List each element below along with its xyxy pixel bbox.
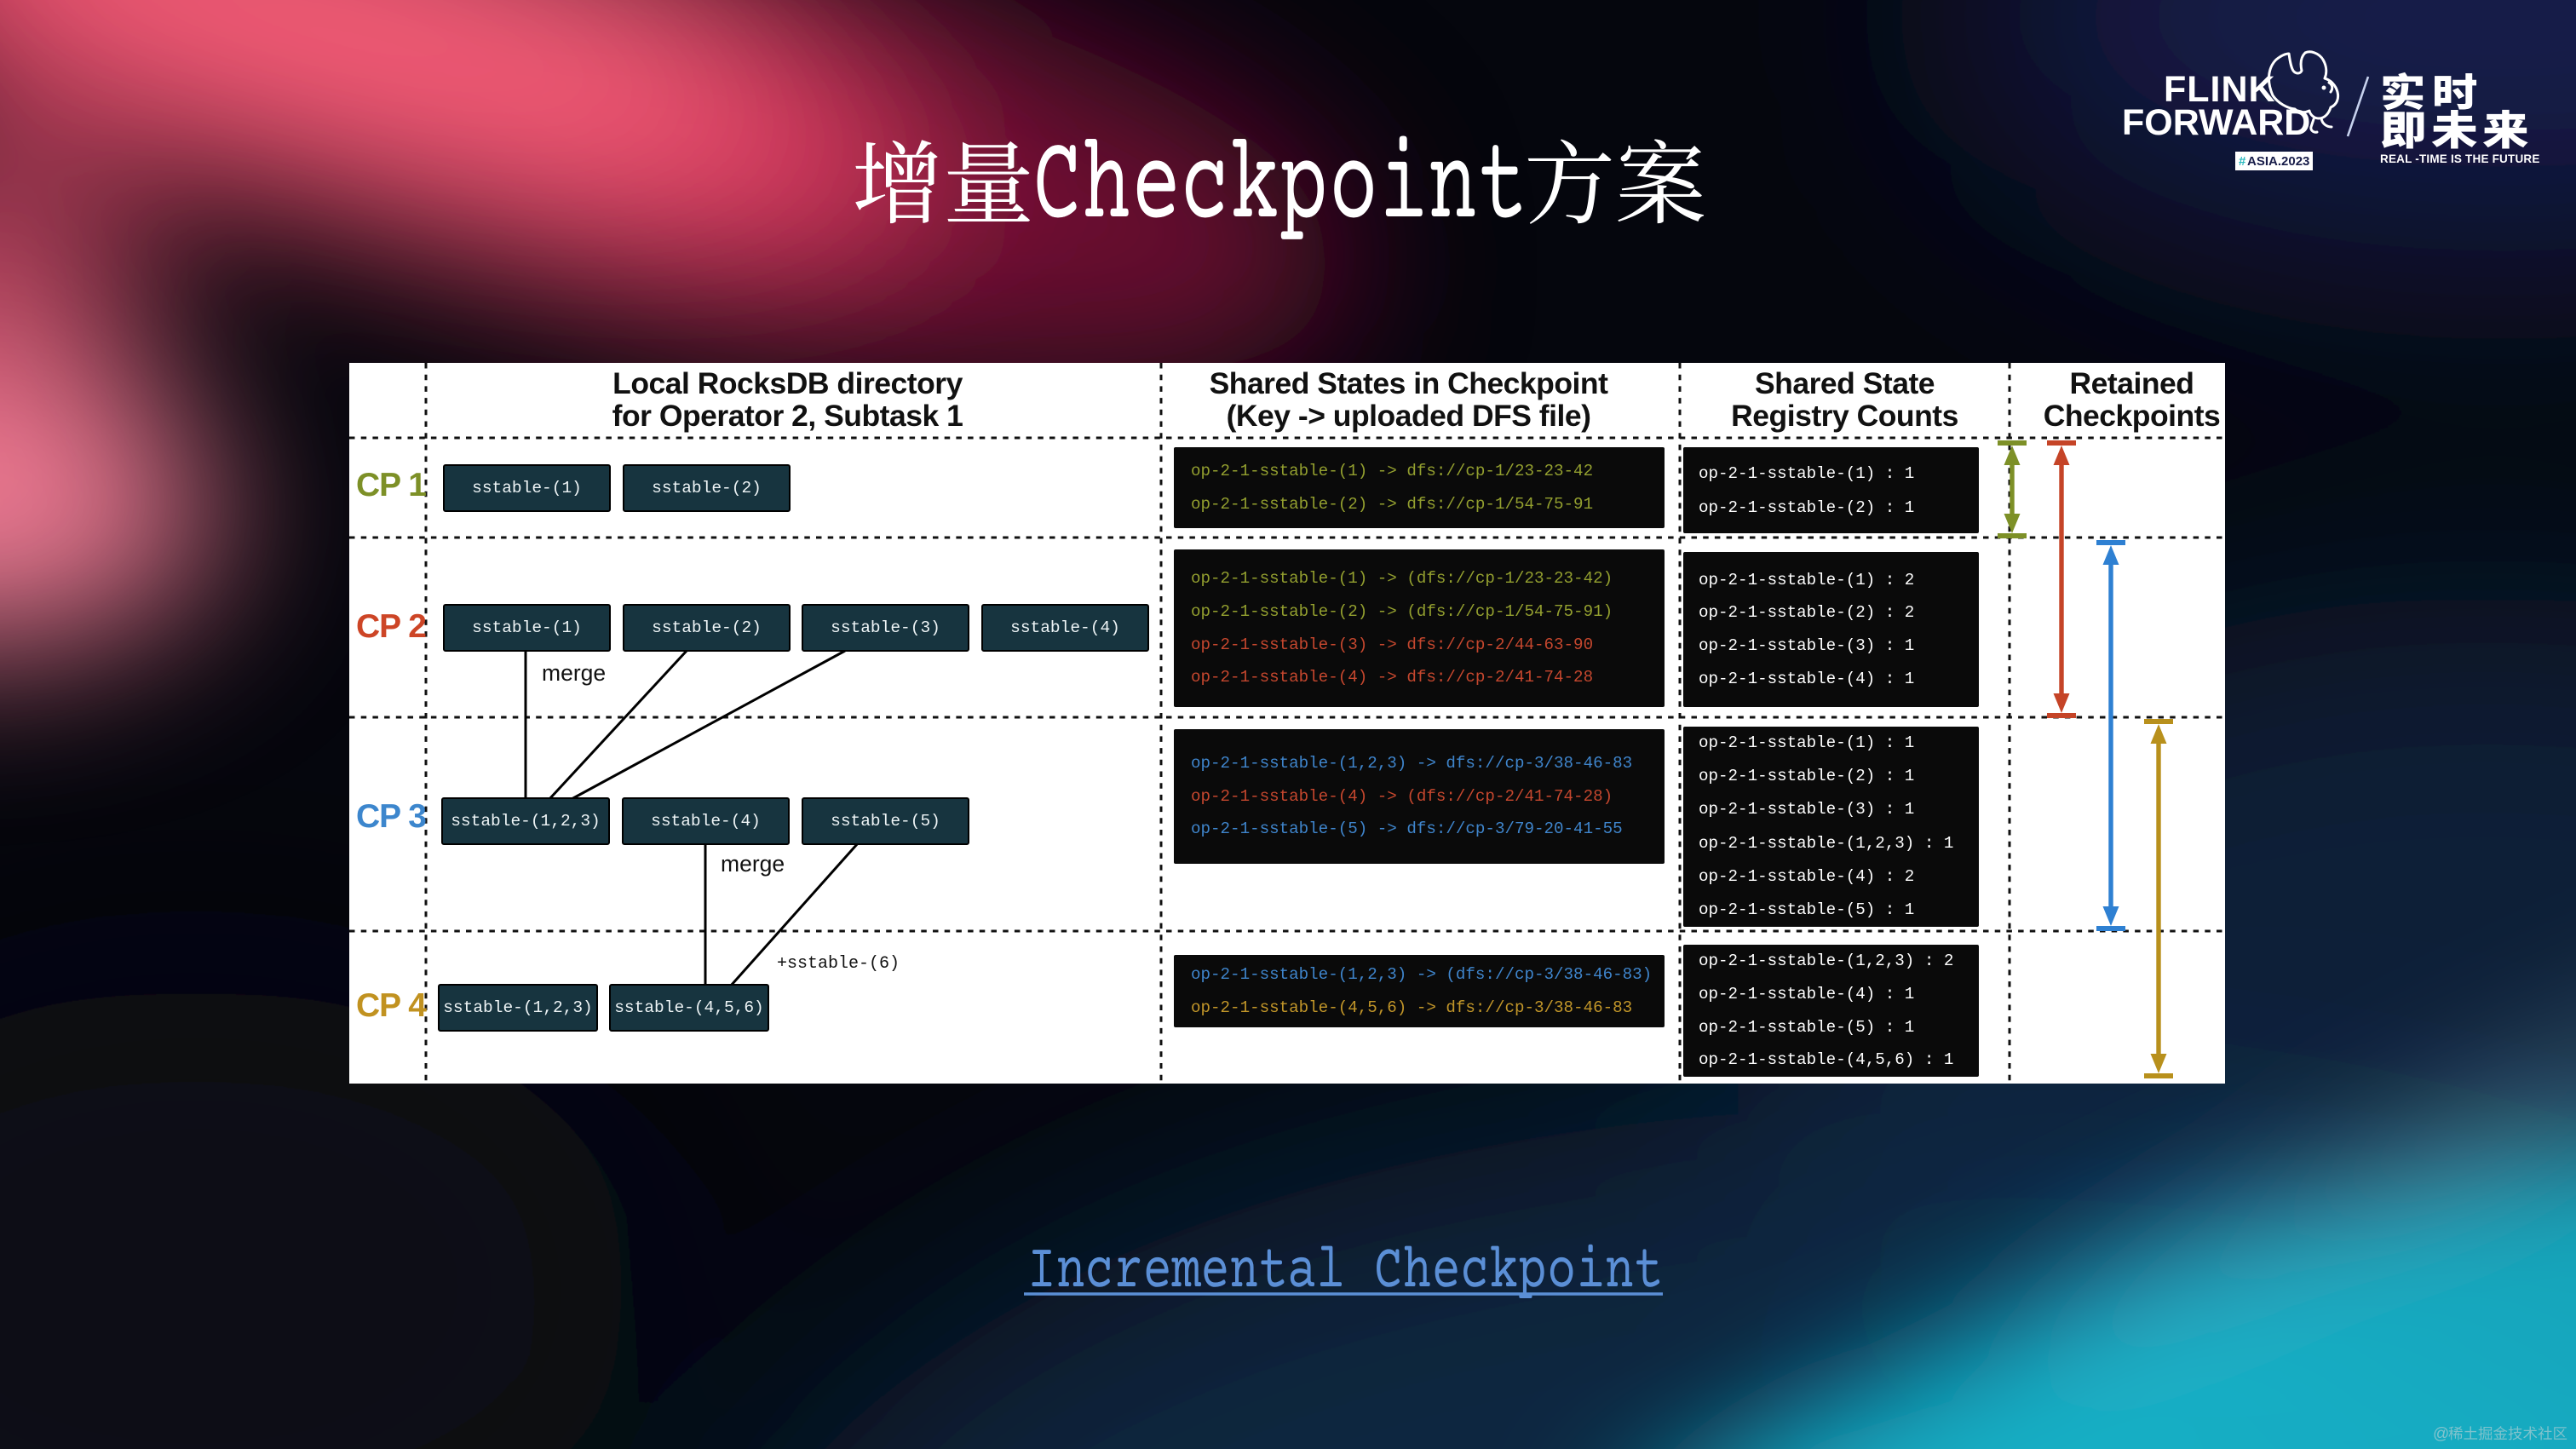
svg-text:FLINK: FLINK	[2164, 69, 2276, 110]
svg-text:#: #	[2239, 154, 2246, 169]
svg-text:ASIA.2023: ASIA.2023	[2247, 154, 2309, 169]
svg-text:REAL -TIME IS THE FUTURE: REAL -TIME IS THE FUTURE	[2380, 152, 2540, 165]
svg-text:@: @	[2433, 1425, 2449, 1443]
svg-text:FORWARD: FORWARD	[2122, 102, 2310, 143]
